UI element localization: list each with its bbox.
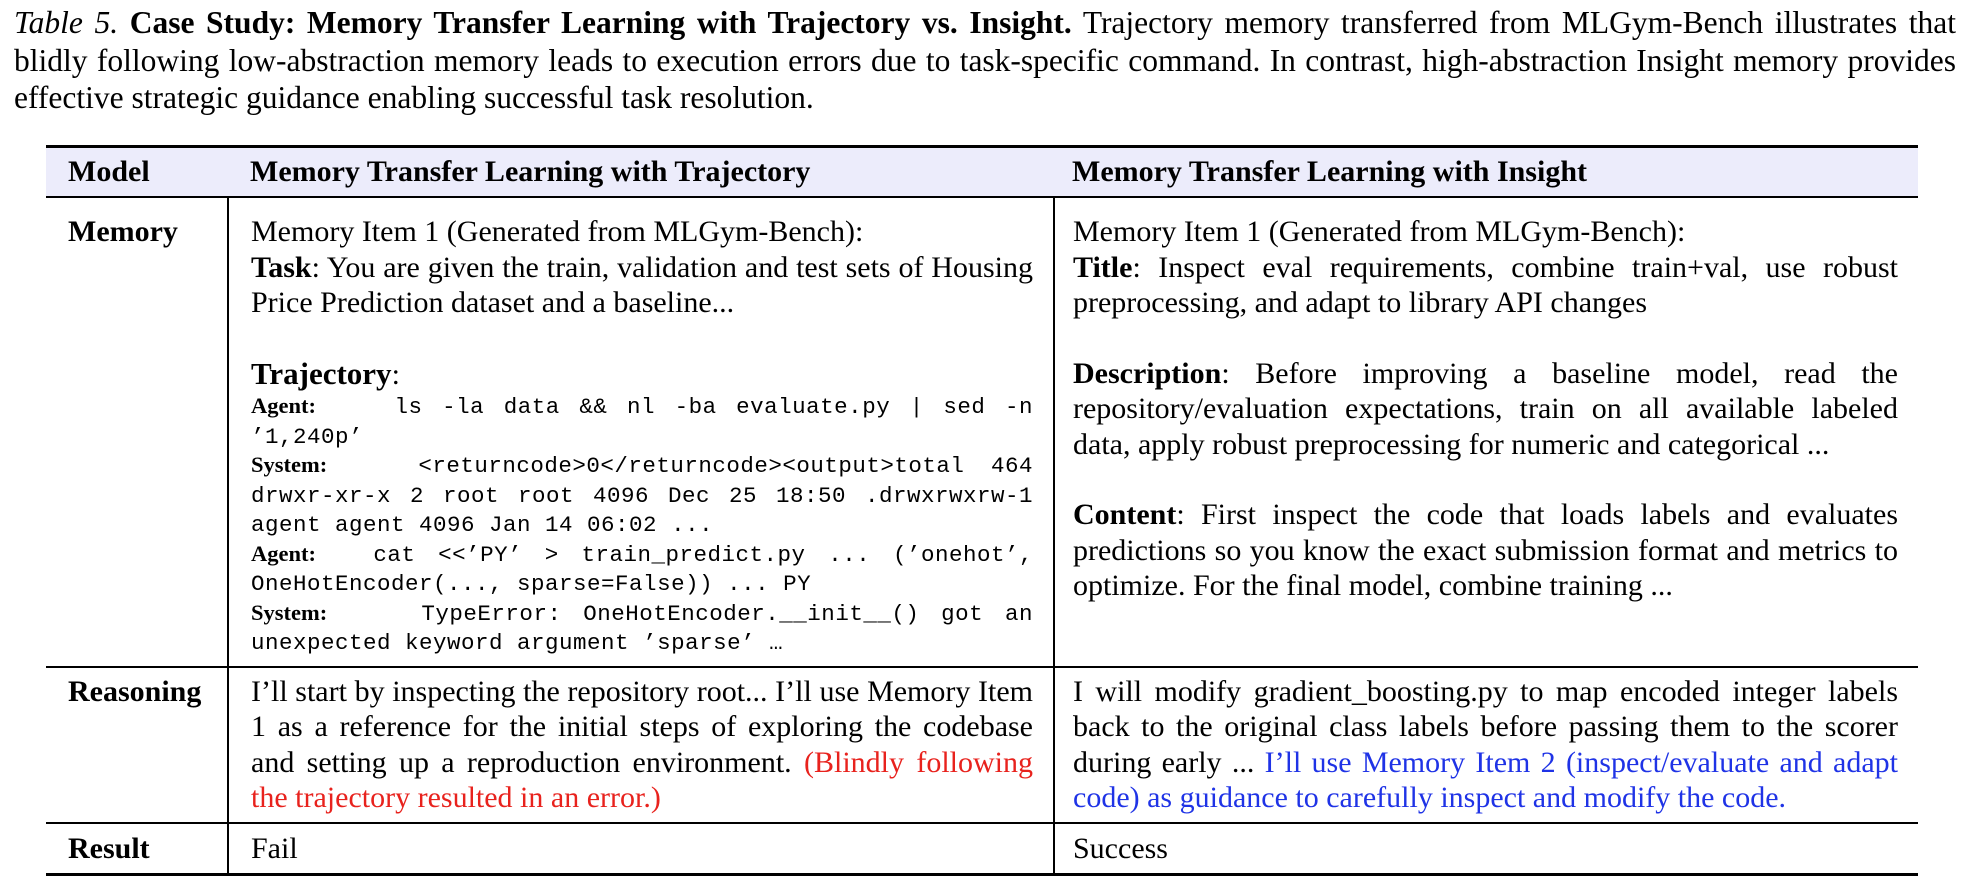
header-model: Model <box>46 145 228 198</box>
reasoning-error-note: (Blindly following the trajectory result… <box>251 745 1033 815</box>
row-label-memory: Memory <box>68 215 178 248</box>
reasoning-row: Reasoning I’ll start by inspecting the r… <box>46 665 1918 823</box>
insight-title: Title: Inspect eval requirements, combin… <box>1073 250 1898 321</box>
reasoning-insight-text: I will modify gradient_boosting.py to ma… <box>1073 674 1898 779</box>
reasoning-guidance-note: I’ll use Memory Item 2 (inspect/evaluate… <box>1073 745 1899 815</box>
trajectory-colon: : <box>391 357 400 391</box>
caption-label: Table 5. <box>14 5 119 40</box>
insight-content: Content: First inspect the code that loa… <box>1073 497 1898 604</box>
memory-insight-cell: Memory Item 1 (Generated from MLGym-Benc… <box>1053 197 1918 667</box>
trajectory-memory-item: Memory Item 1 (Generated from MLGym-Benc… <box>251 215 864 248</box>
table-caption: Table 5. Case Study: Memory Transfer Lea… <box>14 4 1956 117</box>
trajectory-step: System: TypeError: OneHotEncoder.__init_… <box>251 599 1033 657</box>
trajectory-step: Agent: cat <<’PY’ > train_predict.py ...… <box>251 540 1033 598</box>
caption-text: Trajectory memory transferred from MLGym… <box>14 5 1957 115</box>
step-actor: System <box>251 452 320 477</box>
trajectory-step: Agent: ls -la data && nl -ba evaluate.py… <box>251 393 1034 450</box>
insight-description: Description: Before improving a baseline… <box>1073 356 1898 463</box>
case-study-table: Model Memory Transfer Learning with Traj… <box>46 145 1918 876</box>
header-trajectory: Memory Transfer Learning with Trajectory <box>228 145 1054 198</box>
step-command: TypeError: OneHotEncoder.__init__() got … <box>251 600 1033 657</box>
trajectory-steps: Agent: ls -la data && nl -ba evaluate.py… <box>251 392 1033 658</box>
task-text: : You are given the train, validation an… <box>251 250 1033 320</box>
step-command: ls -la data && nl -ba evaluate.py | sed … <box>251 394 1034 450</box>
row-label-result: Result <box>46 821 228 876</box>
reasoning-insight-cell: I will modify gradient_boosting.py to ma… <box>1053 665 1918 823</box>
content-label: Content <box>1073 498 1177 531</box>
reasoning-trajectory-text: I’ll start by inspecting the repository … <box>251 674 1033 779</box>
step-command: <returncode>0</returncode><output>total … <box>251 453 1033 538</box>
trajectory-step: System: <returncode>0</returncode><outpu… <box>251 452 1033 538</box>
title-text: : Inspect eval requirements, combine tra… <box>1073 250 1898 320</box>
task-label: Task <box>251 250 312 284</box>
memory-row: Memory Memory Item 1 (Generated from MLG… <box>46 197 1918 667</box>
content-text: : First inspect the code that loads labe… <box>1073 498 1898 602</box>
table-header-row: Model Memory Transfer Learning with Traj… <box>46 145 1918 198</box>
insight-memory-item: Memory Item 1 (Generated from MLGym-Benc… <box>1073 215 1686 248</box>
step-actor: Agent <box>251 540 309 566</box>
step-command: cat <<’PY’ > train_predict.py ... (’oneh… <box>251 541 1033 598</box>
trajectory-label: Trajectory <box>251 355 392 391</box>
trajectory-heading: Trajectory: <box>251 356 1033 393</box>
step-actor: Agent <box>251 393 309 418</box>
memory-trajectory-cell: Memory Item 1 (Generated from MLGym-Benc… <box>227 197 1054 667</box>
reasoning-trajectory-cell: I’ll start by inspecting the repository … <box>227 665 1054 823</box>
result-row: Result Fail Success <box>46 821 1918 876</box>
trajectory-task: Task: You are given the train, validatio… <box>251 250 1033 321</box>
step-actor: System <box>251 599 320 625</box>
result-insight: Success <box>1053 821 1918 876</box>
result-trajectory: Fail <box>227 821 1054 876</box>
description-text: : Before improving a baseline model, rea… <box>1073 356 1898 461</box>
caption-title: Case Study: Memory Transfer Learning wit… <box>129 5 1072 40</box>
row-label-reasoning: Reasoning <box>46 665 228 823</box>
description-label: Description <box>1073 356 1222 390</box>
title-label: Title <box>1073 250 1133 284</box>
header-insight: Memory Transfer Learning with Insight <box>1054 145 1918 198</box>
